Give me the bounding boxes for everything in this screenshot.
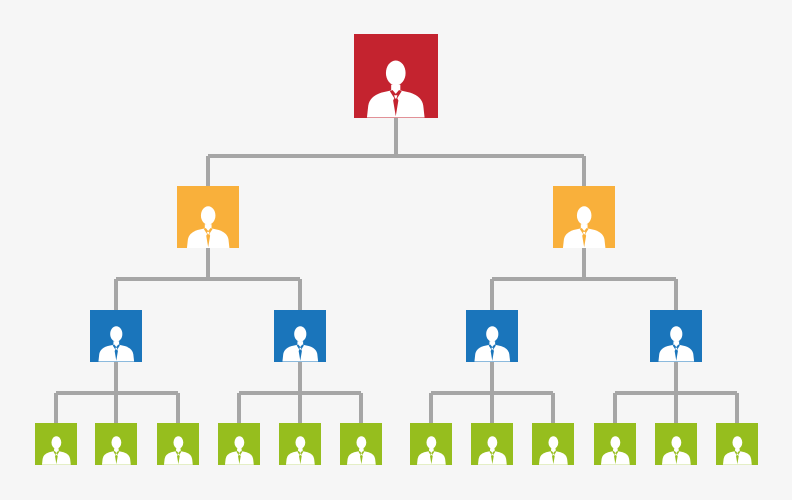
person-icon [658,326,694,362]
person-icon [416,436,446,465]
person-icon [186,205,230,248]
org-node-level2 [650,310,702,362]
org-node-level2 [466,310,518,362]
org-node-level2 [90,310,142,362]
person-icon [367,61,425,118]
person-icon [538,436,568,465]
person-icon [282,326,318,362]
org-node-level3 [410,423,452,465]
person-icon [477,436,507,465]
person-icon [101,436,131,465]
person-icon [163,436,193,465]
org-node-level3 [655,423,697,465]
org-node-level3 [340,423,382,465]
person-icon [722,436,752,465]
connector-top [206,118,586,186]
org-node-level3 [218,423,260,465]
org-node-level2 [274,310,326,362]
person-icon [98,326,134,362]
org-node-level3 [471,423,513,465]
connector-l2-3 [429,362,555,423]
org-node-level3 [594,423,636,465]
person-icon [474,326,510,362]
connector-l1-left [114,248,302,310]
connector-l2-4 [613,362,739,423]
person-icon [562,205,606,248]
connector-l2-2 [237,362,363,423]
person-icon [41,436,71,465]
org-node-level3 [157,423,199,465]
org-node-level1 [553,186,615,248]
org-node-level3 [95,423,137,465]
connector-l2-1 [54,362,180,423]
connector-l1-right [490,248,678,310]
person-icon [600,436,630,465]
org-node-level3 [532,423,574,465]
person-icon [346,436,376,465]
org-node-level1 [177,186,239,248]
org-node-top [354,34,438,118]
person-icon [285,436,315,465]
org-node-level3 [279,423,321,465]
org-node-level3 [716,423,758,465]
org-node-level3 [35,423,77,465]
person-icon [661,436,691,465]
person-icon [224,436,254,465]
